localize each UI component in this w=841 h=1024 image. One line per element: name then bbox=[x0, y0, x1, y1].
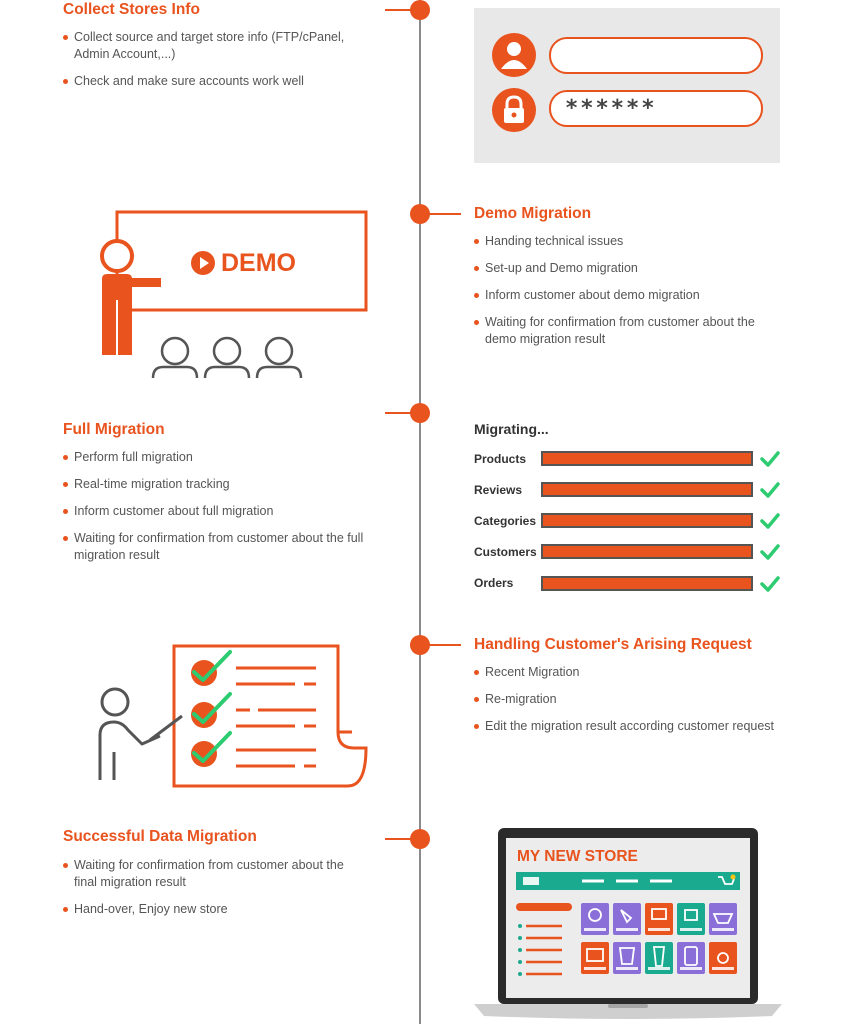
store-title: MY NEW STORE bbox=[517, 848, 638, 865]
check-icon bbox=[760, 513, 780, 529]
step-3-bullet: Waiting for confirmation from customer a… bbox=[63, 530, 368, 564]
migration-bar-products bbox=[541, 451, 753, 466]
step-5-bullets: Waiting for confirmation from customer a… bbox=[63, 857, 363, 928]
user-icon bbox=[492, 33, 536, 77]
migration-label-reviews: Reviews bbox=[474, 483, 523, 497]
lock-icon bbox=[492, 88, 536, 132]
step-1-bullet: Collect source and target store info (FT… bbox=[63, 29, 363, 63]
step-3-bullet: Inform customer about full migration bbox=[63, 503, 368, 520]
migration-bar-categories bbox=[541, 513, 753, 528]
step-4-bullet: Recent Migration bbox=[474, 664, 779, 681]
migrating-title: Migrating... bbox=[474, 421, 549, 437]
step-3-title: Full Migration bbox=[63, 421, 165, 438]
timeline-connector-3 bbox=[385, 412, 419, 414]
login-card: ****** bbox=[474, 8, 780, 163]
demo-label: DEMO bbox=[221, 249, 296, 277]
step-2-bullet: Waiting for confirmation from customer a… bbox=[474, 314, 769, 348]
step-2-bullet: Inform customer about demo migration bbox=[474, 287, 769, 304]
laptop-store-illustration bbox=[474, 828, 782, 1019]
timeline-connector-1 bbox=[385, 9, 419, 11]
play-icon bbox=[191, 251, 215, 275]
timeline-node-3 bbox=[410, 403, 430, 423]
checklist-illustration bbox=[98, 644, 368, 788]
migration-label-orders: Orders bbox=[474, 576, 514, 590]
step-5-title: Successful Data Migration bbox=[63, 828, 257, 845]
step-2-title: Demo Migration bbox=[474, 205, 592, 222]
migration-bar-customers bbox=[541, 544, 753, 559]
username-field[interactable] bbox=[549, 37, 763, 74]
timeline-connector-2 bbox=[421, 213, 461, 215]
check-icon bbox=[760, 451, 780, 467]
step-4-bullet: Re-migration bbox=[474, 691, 779, 708]
migration-label-categories: Categories bbox=[474, 514, 537, 528]
step-1-bullet: Check and make sure accounts work well bbox=[63, 73, 363, 90]
migration-label-products: Products bbox=[474, 452, 527, 466]
step-1-bullets: Collect source and target store info (FT… bbox=[63, 29, 363, 100]
check-icon bbox=[760, 576, 780, 592]
step-3-bullet: Real-time migration tracking bbox=[63, 476, 368, 493]
step-4-bullets: Recent Migration Re-migration Edit the m… bbox=[474, 664, 779, 745]
step-3-bullet: Perform full migration bbox=[63, 449, 368, 466]
presenter-demo-illustration bbox=[100, 210, 368, 379]
timeline-node-5 bbox=[410, 829, 430, 849]
step-2-bullet: Set-up and Demo migration bbox=[474, 260, 769, 277]
migration-label-customers: Customers bbox=[474, 545, 537, 559]
timeline-line bbox=[419, 0, 421, 1024]
check-icon bbox=[760, 544, 780, 560]
password-field[interactable]: ****** bbox=[549, 90, 763, 127]
migration-bar-reviews bbox=[541, 482, 753, 497]
step-4-title: Handling Customer's Arising Request bbox=[474, 636, 752, 653]
timeline-connector-5 bbox=[385, 838, 419, 840]
step-2-bullets: Handing technical issues Set-up and Demo… bbox=[474, 233, 769, 358]
timeline-connector-4 bbox=[421, 644, 461, 646]
migration-bar-orders bbox=[541, 576, 753, 591]
timeline-node-4 bbox=[410, 635, 430, 655]
step-1-title: Collect Stores Info bbox=[63, 1, 200, 18]
timeline-node-2 bbox=[410, 204, 430, 224]
step-4-bullet: Edit the migration result according cust… bbox=[474, 718, 779, 735]
password-mask: ****** bbox=[565, 96, 657, 121]
timeline-node-1 bbox=[410, 0, 430, 20]
step-5-bullet: Hand-over, Enjoy new store bbox=[63, 901, 363, 918]
step-3-bullets: Perform full migration Real-time migrati… bbox=[63, 449, 368, 574]
step-5-bullet: Waiting for confirmation from customer a… bbox=[63, 857, 363, 891]
step-2-bullet: Handing technical issues bbox=[474, 233, 769, 250]
check-icon bbox=[760, 482, 780, 498]
